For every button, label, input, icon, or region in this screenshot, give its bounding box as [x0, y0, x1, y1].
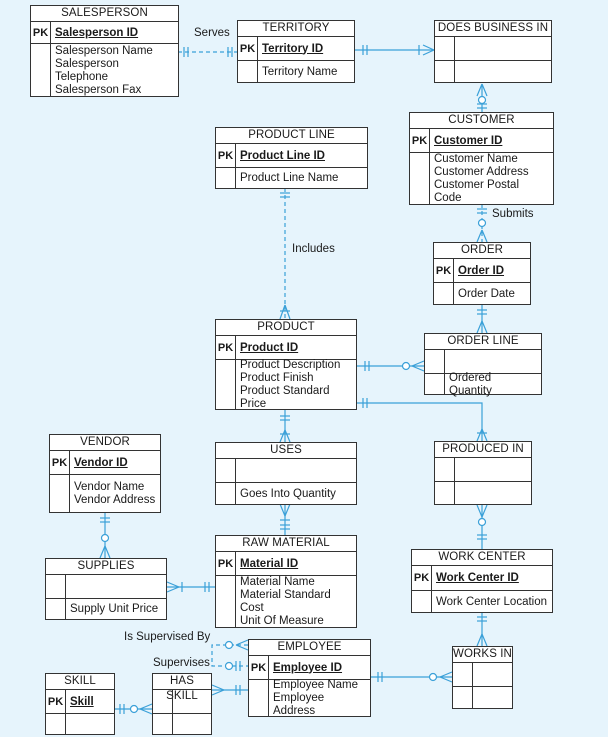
link-product-producedin [357, 402, 483, 441]
attribute: Material Standard Cost [240, 589, 331, 614]
attribute: Work Center Location [436, 595, 548, 608]
pk-tag: PK [31, 22, 51, 43]
primary-key: Customer ID [434, 134, 503, 147]
pk-tag: PK [412, 566, 432, 590]
attribute: Unit Of Measure [240, 615, 324, 627]
primary-key: Product ID [240, 341, 299, 354]
entity-title: SUPPLIES [46, 559, 166, 575]
entity-product: PRODUCT PK Product ID Product Descriptio… [215, 319, 357, 410]
primary-key: Order ID [458, 264, 505, 277]
attribute: Salesperson Name [55, 44, 153, 57]
entity-title: ORDER LINE [425, 334, 541, 350]
attribute: Salesperson Telephone [55, 57, 119, 83]
attribute: Employee Name [273, 679, 359, 691]
attribute: Territory Name [262, 65, 338, 78]
attribute: Material Name [240, 576, 315, 588]
relationship-label-submits: Submits [492, 208, 534, 220]
attribute: Order Date [458, 287, 515, 300]
entity-title: EMPLOYEE [249, 640, 370, 656]
entity-uses: USES Goes Into Quantity [215, 442, 357, 505]
entity-has-skill: HAS SKILL [152, 673, 212, 735]
entity-works-in: WORKS IN [452, 646, 513, 709]
pk-tag: PK [46, 690, 66, 713]
entity-vendor: VENDOR PK Vendor ID Vendor Name Vendor A… [49, 434, 161, 513]
entity-title: WORKS IN [453, 647, 512, 663]
entity-produced-in: PRODUCED IN [434, 441, 532, 505]
attribute: Vendor Address [74, 494, 156, 506]
entity-title: SALESPERSON [31, 6, 178, 22]
primary-key: Territory ID [262, 42, 324, 55]
entity-title: TERRITORY [238, 21, 354, 37]
attribute: Vendor Name [74, 481, 145, 493]
relationship-label-is-supervised-by: Is Supervised By [124, 631, 211, 643]
attribute: Customer Postal Code [434, 179, 520, 204]
entity-title: PRODUCED IN [435, 442, 531, 458]
attribute: Salesperson Fax [55, 83, 142, 96]
primary-key: Employee ID [273, 661, 343, 674]
entity-title: USES [216, 443, 356, 459]
attribute: Customer Name [434, 153, 518, 165]
pk-tag: PK [249, 656, 269, 679]
entity-supplies: SUPPLIES Supply Unit Price [45, 558, 167, 620]
pk-tag: PK [216, 552, 236, 575]
pk-tag: PK [216, 336, 236, 359]
pk-tag: PK [434, 259, 454, 282]
entity-title: VENDOR [50, 435, 160, 451]
entity-title: SKILL [46, 674, 114, 690]
primary-key: Vendor ID [74, 456, 128, 469]
relationship-label-supervises: Supervises [153, 657, 210, 669]
attribute: Customer Address [434, 166, 529, 178]
attribute: Product Standard Price [240, 385, 330, 410]
entity-territory: TERRITORY PK Territory ID Territory Name [237, 20, 355, 83]
entity-work-center: WORK CENTER PK Work Center ID Work Cente… [411, 549, 553, 613]
pk-tag: PK [50, 451, 70, 474]
primary-key: Material ID [240, 557, 299, 570]
attribute: Ordered Quantity [449, 371, 492, 397]
entity-title: PRODUCT LINE [216, 128, 367, 144]
entity-title: WORK CENTER [412, 550, 552, 566]
entity-customer: CUSTOMER PK Customer ID Customer Name Cu… [409, 112, 554, 205]
entity-order-line: ORDER LINE Ordered Quantity [424, 333, 542, 397]
attribute: Goes Into Quantity [240, 487, 336, 500]
entity-title: HAS SKILL [153, 674, 211, 702]
entity-title: RAW MATERIAL [216, 536, 356, 552]
pk-tag: PK [410, 129, 430, 152]
primary-key: Work Center ID [436, 572, 519, 584]
entity-product-line: PRODUCT LINE PK Product Line ID Product … [215, 127, 368, 189]
relationship-label-serves: Serves [194, 27, 230, 39]
pk-tag: PK [216, 144, 236, 167]
entity-title: CUSTOMER [410, 113, 553, 129]
entity-raw-material: RAW MATERIAL PK Material ID Material Nam… [215, 535, 357, 628]
entity-skill: SKILL PK Skill [45, 673, 115, 735]
entity-order: ORDER PK Order ID Order Date [433, 242, 531, 305]
attribute: Product Line Name [240, 172, 339, 184]
entity-title: DOES BUSINESS IN [435, 21, 551, 37]
primary-key: Salesperson ID [55, 26, 139, 39]
entity-salesperson: SALESPERSON PK Salesperson ID Salesperso… [30, 5, 179, 97]
attribute: Product Finish [240, 372, 314, 384]
attribute: Employee Address [273, 692, 325, 717]
entity-does-business-in: DOES BUSINESS IN [434, 20, 552, 83]
primary-key: Product Line ID [240, 149, 325, 162]
relationship-label-includes: Includes [292, 243, 335, 255]
attribute: Product Description [240, 359, 341, 371]
primary-key: Skill [70, 695, 94, 708]
entity-employee: EMPLOYEE PK Employee ID Employee Name Em… [248, 639, 371, 717]
entity-title: ORDER [434, 243, 530, 259]
pk-tag: PK [238, 37, 258, 60]
attribute: Supply Unit Price [70, 603, 159, 615]
entity-title: PRODUCT [216, 320, 356, 336]
